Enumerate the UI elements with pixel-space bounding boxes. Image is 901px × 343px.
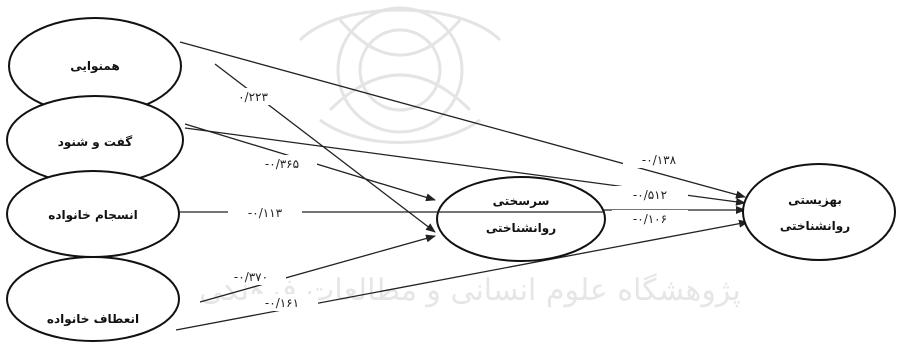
node-behzisti-shape xyxy=(743,164,895,260)
coef-hamnavaei-to-saresakhti: ۰/۲۲۳ xyxy=(238,90,268,104)
node-saresakhti-label-line1: سرسختی xyxy=(493,194,550,208)
coef-enetaf-to-saresakhti: -۰/۳۷۰ xyxy=(234,270,268,284)
coef-enetaf-to-behzisti: -۰/۱۶۱ xyxy=(265,296,299,310)
node-saresakhti-label-line2: روانشناختی xyxy=(486,221,556,236)
coef-hamnavaei-to-behzisti: -۰/۱۳۸ xyxy=(642,153,677,167)
node-behzisti-label-line1: بهزیستی xyxy=(788,193,842,207)
coef-goftoshonud-to-saresakhti: -۰/۳۶۵ xyxy=(265,157,299,171)
node-hamnavaei-label: همنوایی xyxy=(70,59,120,74)
node-goftoshonud-label: گفت و شنود xyxy=(58,135,133,150)
node-saresakhti: سرسختی روانشناختی xyxy=(437,177,605,261)
coef-ensejam-to-saresakhti: -۰/۱۱۳ xyxy=(248,206,283,220)
coef-ensejam-to-behzisti: -۰/۱۰۶ xyxy=(633,212,667,226)
node-enetaf-label: انعطاف خانواده xyxy=(47,312,139,327)
node-ensejam: انسجام خانواده xyxy=(7,171,179,257)
node-ensejam-label: انسجام خانواده xyxy=(48,208,138,223)
node-behzisti: بهزیستی روانشناختی xyxy=(743,164,895,260)
node-saresakhti-shape xyxy=(437,177,605,261)
node-behzisti-label-line2: روانشناختی xyxy=(780,219,850,234)
coef-goftoshonud-to-behzisti: -۰/۵۱۲ xyxy=(633,188,667,202)
node-enetaf: انعطاف خانواده xyxy=(7,257,179,341)
watermark-emblem xyxy=(300,8,500,143)
node-enetaf-shape xyxy=(7,257,179,341)
